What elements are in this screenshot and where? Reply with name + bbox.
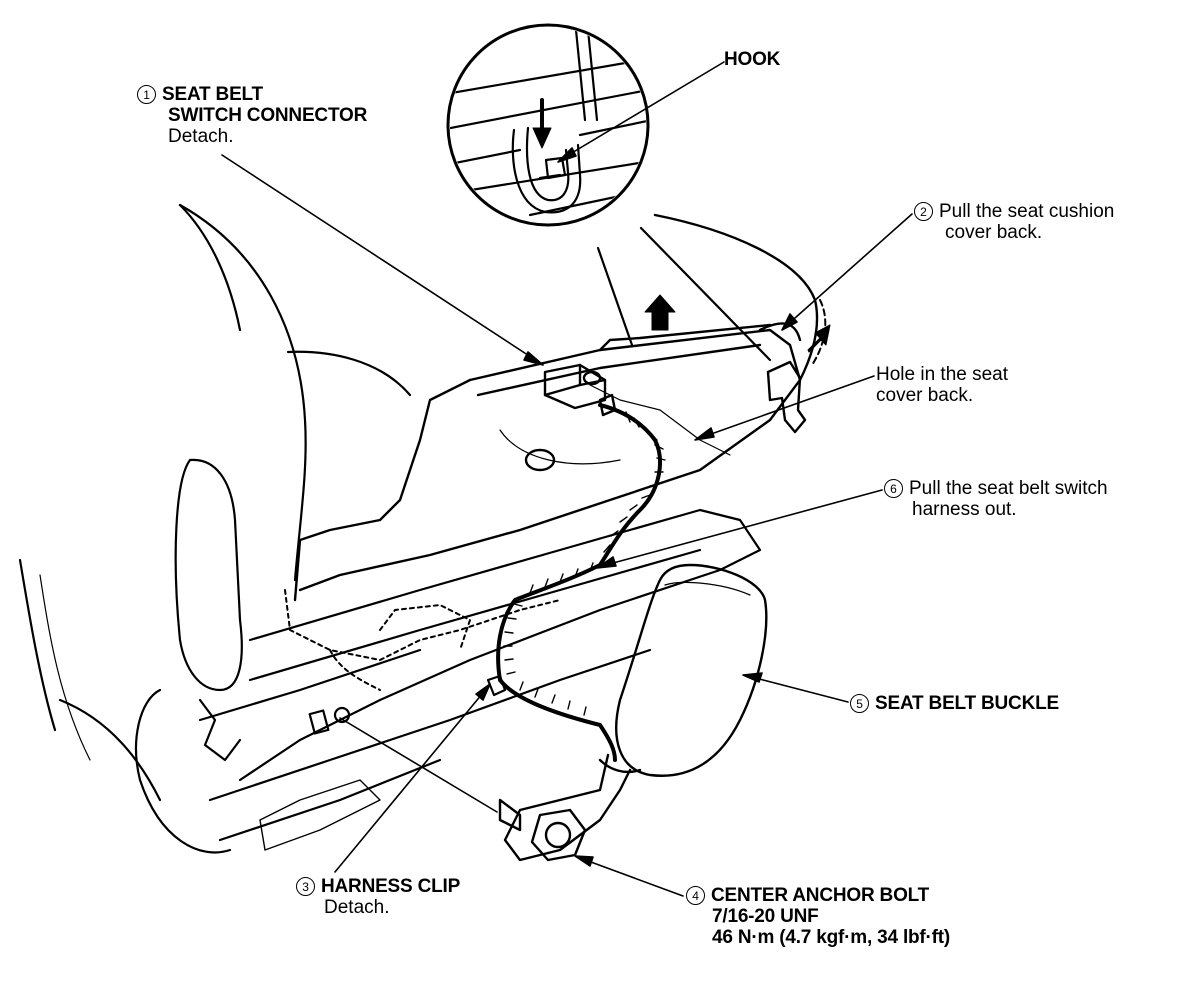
seat-back-outline <box>18 203 412 802</box>
callout-6-line2: harness out. <box>912 499 1017 520</box>
callout-1-title-line2: SWITCH CONNECTOR <box>168 105 368 126</box>
anchor-bracket <box>498 753 632 862</box>
harness-clip <box>486 674 507 697</box>
seat-cushion-frame <box>293 323 802 602</box>
callout-4-title: CENTER ANCHOR BOLT <box>711 885 930 906</box>
callout-4-torque: 46 N·m (4.7 kgf·m, 34 lbf·ft) <box>712 927 951 948</box>
seat-belt-buckle <box>598 563 768 777</box>
callout-number-5: 5 <box>850 694 869 713</box>
callout-hole-line1: Hole in the seat <box>876 364 1009 385</box>
callout-4-spec: 7/16-20 UNF <box>712 906 819 927</box>
callout-seat-belt-switch-connector: 1 SEAT BELT SWITCH CONNECTOR Detach. <box>137 84 367 147</box>
seat-belt-switch-connector <box>543 363 617 417</box>
hidden-lines <box>284 589 561 691</box>
callout-2-line1: Pull the seat cushion <box>939 201 1115 222</box>
direction-arrows <box>644 294 831 353</box>
callout-number-3: 3 <box>296 877 315 896</box>
callout-number-2: 2 <box>914 202 933 221</box>
seat-belt-switch-harness <box>496 403 662 762</box>
callout-center-anchor-bolt: 4 CENTER ANCHOR BOLT 7/16-20 UNF 46 N·m (… <box>686 885 950 948</box>
callout-hole-in-seat-cover: Hole in the seat cover back. <box>876 364 1008 406</box>
callout-2-line2: cover back. <box>945 222 1043 243</box>
callout-3-title: HARNESS CLIP <box>321 876 461 897</box>
callout-number-1: 1 <box>137 85 156 104</box>
callout-hook-text: HOOK <box>724 49 781 70</box>
leader-lines <box>221 61 913 897</box>
callout-6-line1: Pull the seat belt switch <box>909 478 1108 499</box>
callout-pull-seat-cushion-cover: 2 Pull the seat cushion cover back. <box>914 201 1114 243</box>
hook-detail-inset <box>446 23 772 362</box>
callout-number-4: 4 <box>686 886 705 905</box>
callout-3-action: Detach. <box>324 897 390 918</box>
callout-1-action: Detach. <box>168 126 234 147</box>
seat-rail <box>134 458 762 854</box>
callout-hook: HOOK <box>724 49 780 70</box>
harness-coil-marks <box>503 411 666 716</box>
callout-hole-line2: cover back. <box>876 385 974 406</box>
callout-number-6: 6 <box>884 479 903 498</box>
cover-hook <box>766 360 807 434</box>
callout-1-title-line1: SEAT BELT <box>162 84 263 105</box>
callout-harness-clip: 3 HARNESS CLIP Detach. <box>296 876 460 918</box>
callout-pull-harness-out: 6 Pull the seat belt switch harness out. <box>884 478 1108 520</box>
callout-5-title: SEAT BELT BUCKLE <box>875 693 1059 714</box>
pull-arrow-icon <box>807 324 831 353</box>
callout-seat-belt-buckle: 5 SEAT BELT BUCKLE <box>850 693 1059 714</box>
up-arrow-icon <box>644 294 676 331</box>
